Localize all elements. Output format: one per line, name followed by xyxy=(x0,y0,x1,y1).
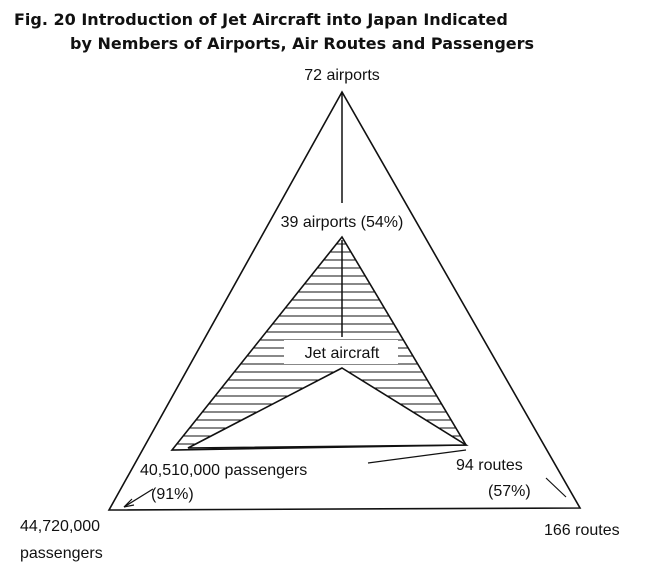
label-outer-left-1: 44,720,000 xyxy=(20,518,100,535)
label-inner-left-pct: (91%) xyxy=(151,486,194,503)
outer-triangle xyxy=(107,90,582,511)
label-inner-right: 94 routes xyxy=(456,457,523,474)
leader-passengers xyxy=(367,449,467,464)
label-inner-right-pct: (57%) xyxy=(488,483,531,500)
label-inner-top: 39 airports (54%) xyxy=(281,214,404,231)
jet-aircraft-triangle xyxy=(187,367,469,449)
label-outer-left-2: passengers xyxy=(20,545,103,562)
figure-title: Fig. 20 Introduction of Jet Aircraft int… xyxy=(14,8,644,56)
figure-title-line-2: by Nembers of Airports, Air Routes and P… xyxy=(70,34,535,53)
leader-pct-left xyxy=(123,488,154,508)
leader-routes xyxy=(545,477,567,498)
label-outer-right: 166 routes xyxy=(544,522,620,539)
arrow-head xyxy=(123,498,135,508)
label-inner-left: 40,510,000 passengers xyxy=(140,462,307,479)
label-center: Jet aircraft xyxy=(305,345,380,362)
inner-triangle xyxy=(170,235,468,451)
center-label-bg xyxy=(284,340,398,364)
figure-title-line-1: Fig. 20 Introduction of Jet Aircraft int… xyxy=(14,10,508,29)
label-outer-top: 72 airports xyxy=(304,67,380,84)
